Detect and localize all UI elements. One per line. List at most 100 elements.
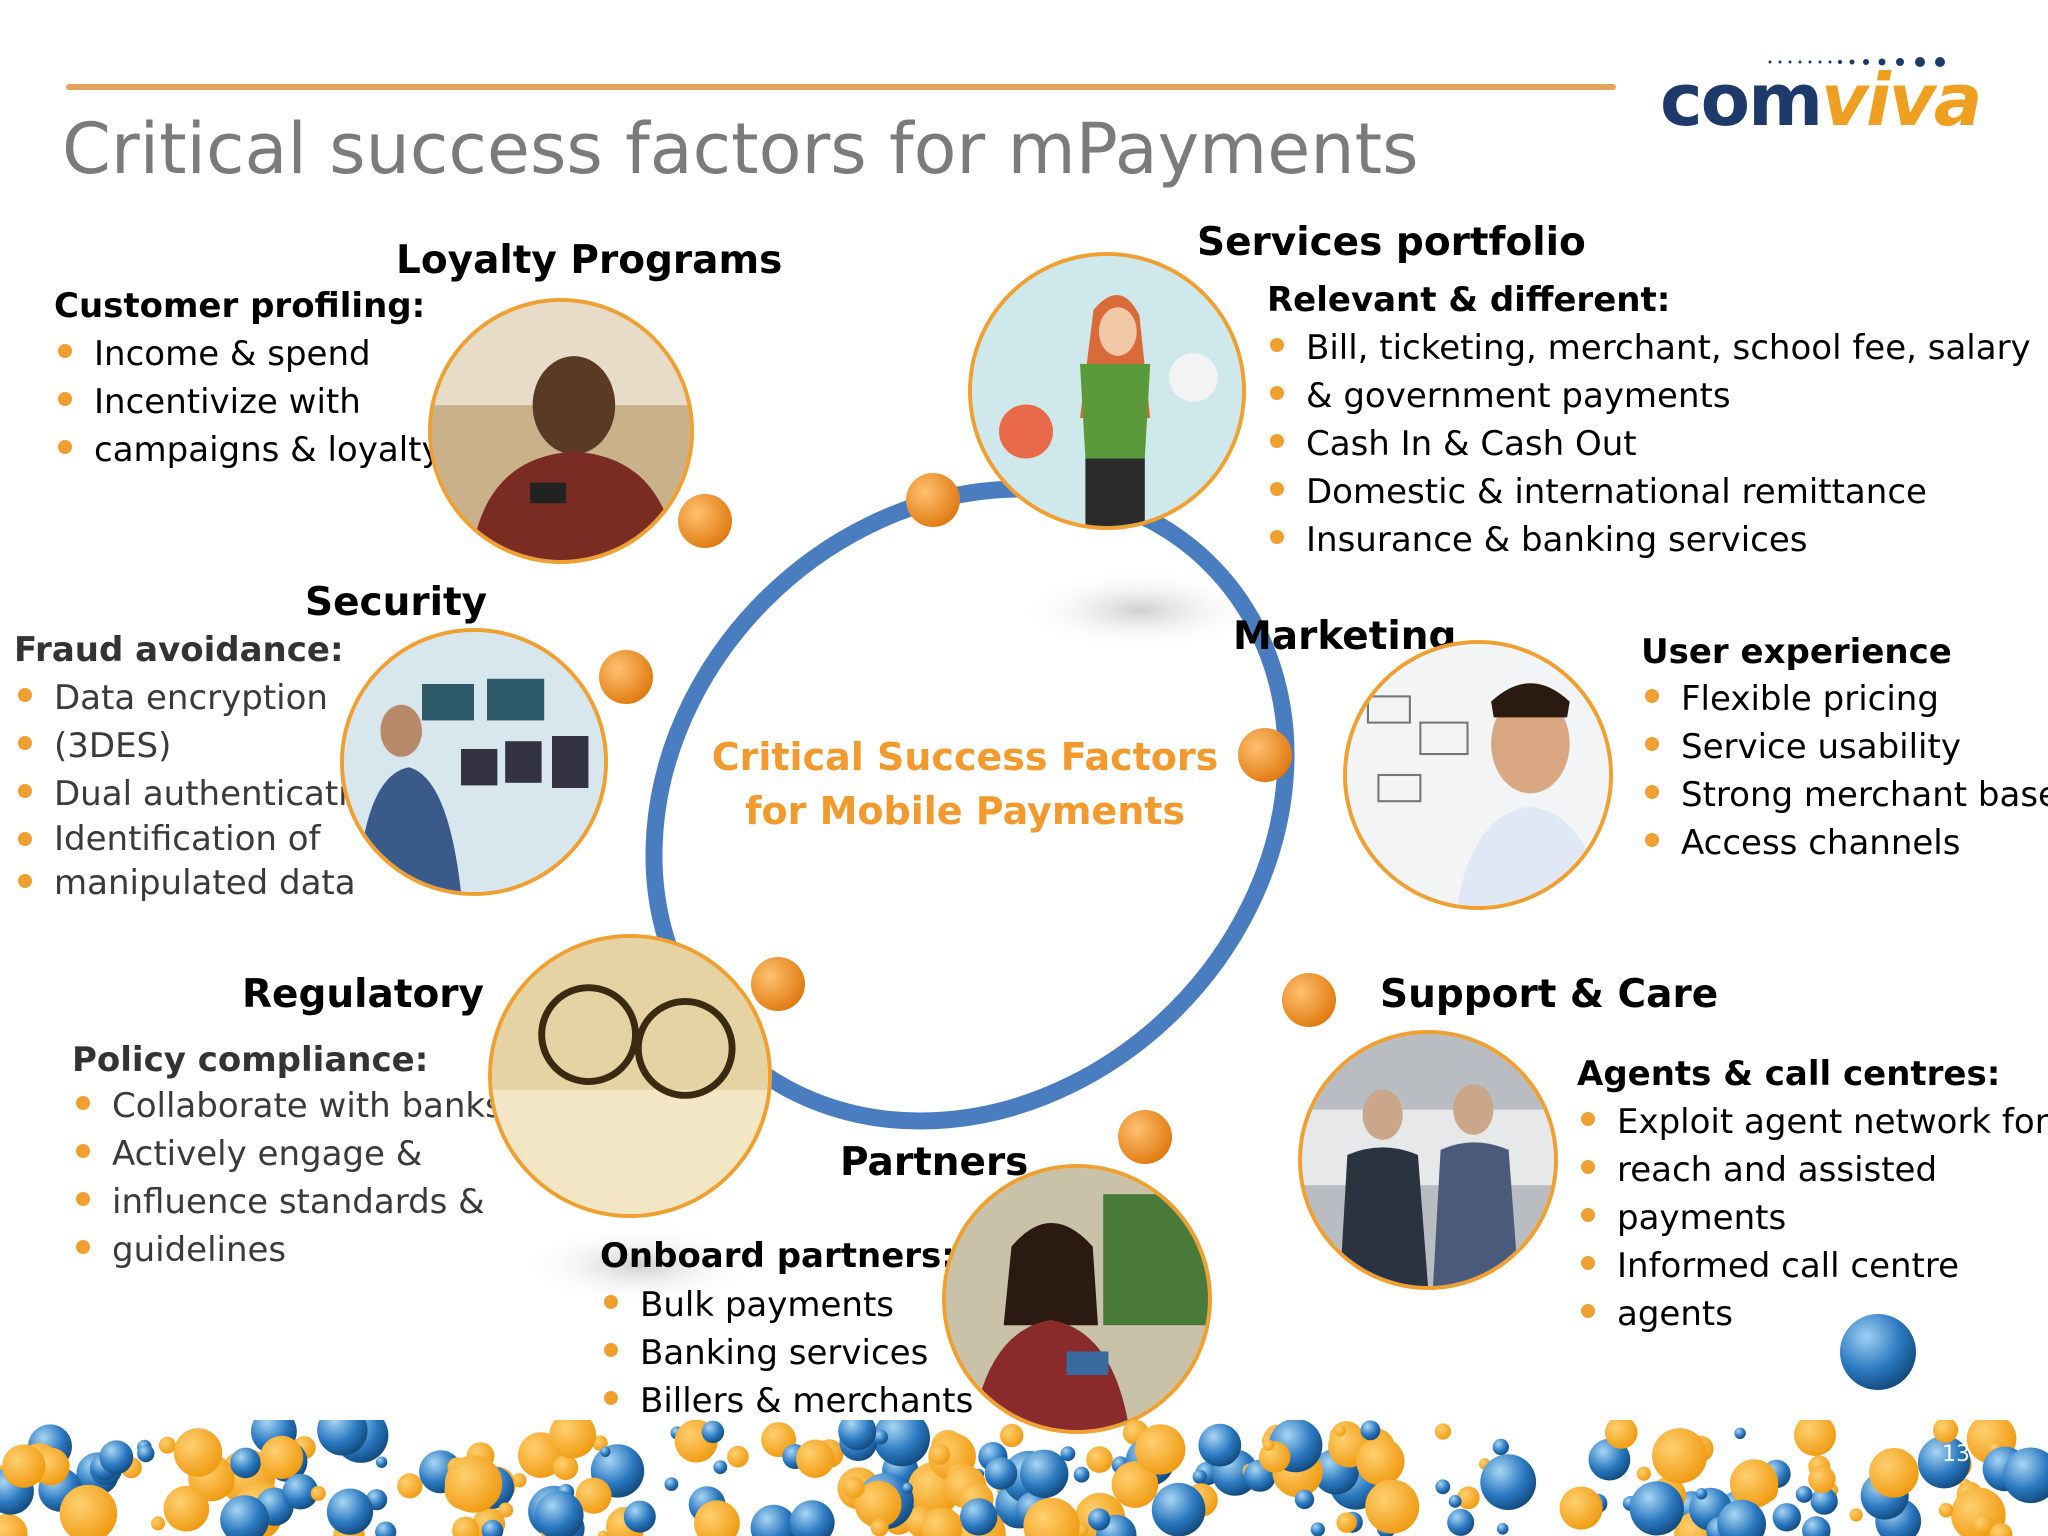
list-item: reach and assisted <box>1577 1146 2048 1194</box>
loyalty-title: Loyalty Programs <box>396 238 783 283</box>
decorative-bubble <box>1636 1466 1651 1481</box>
decorative-bubble <box>1629 1481 1684 1536</box>
list-item: Informed call centre <box>1577 1242 2048 1290</box>
list-item: guidelines <box>72 1226 503 1274</box>
list-item: Insurance & banking services <box>1266 516 2031 564</box>
list-item: manipulated data <box>14 860 390 906</box>
decorative-bubble <box>260 1435 304 1479</box>
logo-dots-decoration <box>1768 57 1945 67</box>
decorative-bubble <box>137 1444 155 1463</box>
decorative-bubble <box>1365 1479 1420 1534</box>
page-number: 13 <box>1942 1442 1970 1467</box>
list-item: campaigns & loyalty <box>54 426 442 474</box>
decorative-bubble <box>552 1454 579 1481</box>
decorative-bubble <box>1135 1424 1186 1475</box>
list-item: Bulk payments <box>600 1281 973 1329</box>
decorative-bubble <box>375 1521 397 1536</box>
decorative-bubble <box>727 1445 749 1468</box>
list-item: & government payments <box>1266 372 2031 420</box>
list-item: Incentivize with <box>54 378 442 426</box>
support-title: Support & Care <box>1380 972 1719 1017</box>
ring-node <box>751 957 805 1011</box>
decorative-bubble <box>1989 1522 2013 1536</box>
decorative-bubble <box>789 1500 835 1536</box>
decorative-bubble <box>481 1519 504 1536</box>
list-item: Cash In & Cash Out <box>1266 420 2031 468</box>
list-item: Dual authentication <box>14 770 390 818</box>
regulatory-title: Regulatory <box>242 972 484 1017</box>
decorative-bubble <box>151 1516 165 1531</box>
security-title: Security <box>305 580 488 625</box>
security-subtitle: Fraud avoidance: <box>14 630 344 670</box>
list-item: Flexible pricing <box>1641 675 2048 723</box>
list-item: (3DES) <box>14 722 390 770</box>
center-label: Critical Success Factors for Mobile Paym… <box>700 730 1230 838</box>
decorative-bubble <box>1480 1454 1537 1510</box>
services-list: Bill, ticketing, merchant, school fee, s… <box>1266 324 2031 564</box>
list-item: Banking services <box>600 1329 973 1377</box>
decorative-bubble <box>1073 1466 1090 1483</box>
decorative-bubble <box>1938 1502 1954 1518</box>
decorative-bubble <box>1496 1523 1509 1535</box>
decorative-bubble <box>59 1484 118 1536</box>
ring-shadow-bottom <box>520 1225 760 1305</box>
list-item: Billers & merchants <box>600 1377 973 1425</box>
decorative-bubble <box>854 1480 902 1528</box>
decorative-bubble <box>173 1428 223 1477</box>
decorative-bubble <box>512 1473 527 1488</box>
list-item: Exploit agent network for <box>1577 1098 2048 1146</box>
decorative-bubble <box>984 1457 1018 1490</box>
decorative-bubble <box>1772 1503 1802 1532</box>
decorative-bubble <box>2 1444 46 1488</box>
decorative-bubble <box>282 1473 319 1510</box>
decorative-bubble <box>444 1455 503 1513</box>
decorative-bubble <box>873 1429 888 1445</box>
decorative-bubble <box>1729 1459 1779 1508</box>
decorative-bubble <box>158 1436 176 1454</box>
list-item: Income & spend <box>54 330 442 378</box>
list-item: Service usability <box>1641 723 2048 771</box>
decorative-bubble <box>1849 1508 1863 1522</box>
list-item: Bill, ticketing, merchant, school fee, s… <box>1266 324 2031 372</box>
decorative-bubble <box>230 1447 261 1479</box>
ring-node <box>1118 1110 1172 1164</box>
list-item: agents <box>1577 1290 2048 1338</box>
list-item: Strong merchant base <box>1641 771 2048 819</box>
logo-wordmark: comviva <box>1660 58 1982 142</box>
decorative-bubble <box>2002 1447 2048 1504</box>
decorative-bubble <box>163 1485 210 1532</box>
decorative-bubble <box>1060 1446 1076 1462</box>
decorative-bubble <box>1810 1487 1838 1515</box>
support-subtitle: Agents & call centres: <box>1577 1054 2001 1094</box>
center-label-line1: Critical Success Factors <box>711 735 1219 779</box>
services-subtitle: Relevant & different: <box>1267 280 1671 320</box>
decorative-bubble <box>1869 1448 1919 1498</box>
partners-list: Bulk payments Banking services Billers &… <box>600 1281 973 1425</box>
decorative-bubble <box>1652 1428 1708 1484</box>
marketing-list: Flexible pricing Service usability Stron… <box>1641 675 2048 867</box>
decorative-bubble <box>397 1473 423 1499</box>
decorative-bubble <box>326 1488 374 1535</box>
decorative-bubble <box>750 1504 797 1536</box>
loyalty-photo <box>428 298 694 564</box>
decorative-bubble <box>1972 1514 1994 1536</box>
comviva-logo: comviva <box>1660 52 2010 140</box>
decorative-bubble <box>549 1420 597 1459</box>
ring-node <box>1238 728 1292 782</box>
decorative-bubble <box>1000 1423 1024 1448</box>
decorative-bubble <box>1088 1508 1111 1531</box>
ring-node <box>678 494 732 548</box>
decorative-bubble <box>1802 1516 1831 1536</box>
decorative-bubble <box>1604 1420 1638 1449</box>
decorative-bubble <box>1933 1420 1959 1443</box>
decorative-bubble <box>1447 1508 1475 1536</box>
list-item: influence standards & <box>72 1178 503 1226</box>
decorative-bubble <box>1559 1486 1603 1530</box>
decorative-bubble <box>0 1513 28 1536</box>
services-title: Services portfolio <box>1197 220 1586 265</box>
decorative-bubble <box>694 1500 740 1536</box>
marketing-photo <box>1343 640 1613 910</box>
decorative-bubble <box>842 1476 865 1499</box>
decorative-bubble <box>1448 1495 1462 1508</box>
